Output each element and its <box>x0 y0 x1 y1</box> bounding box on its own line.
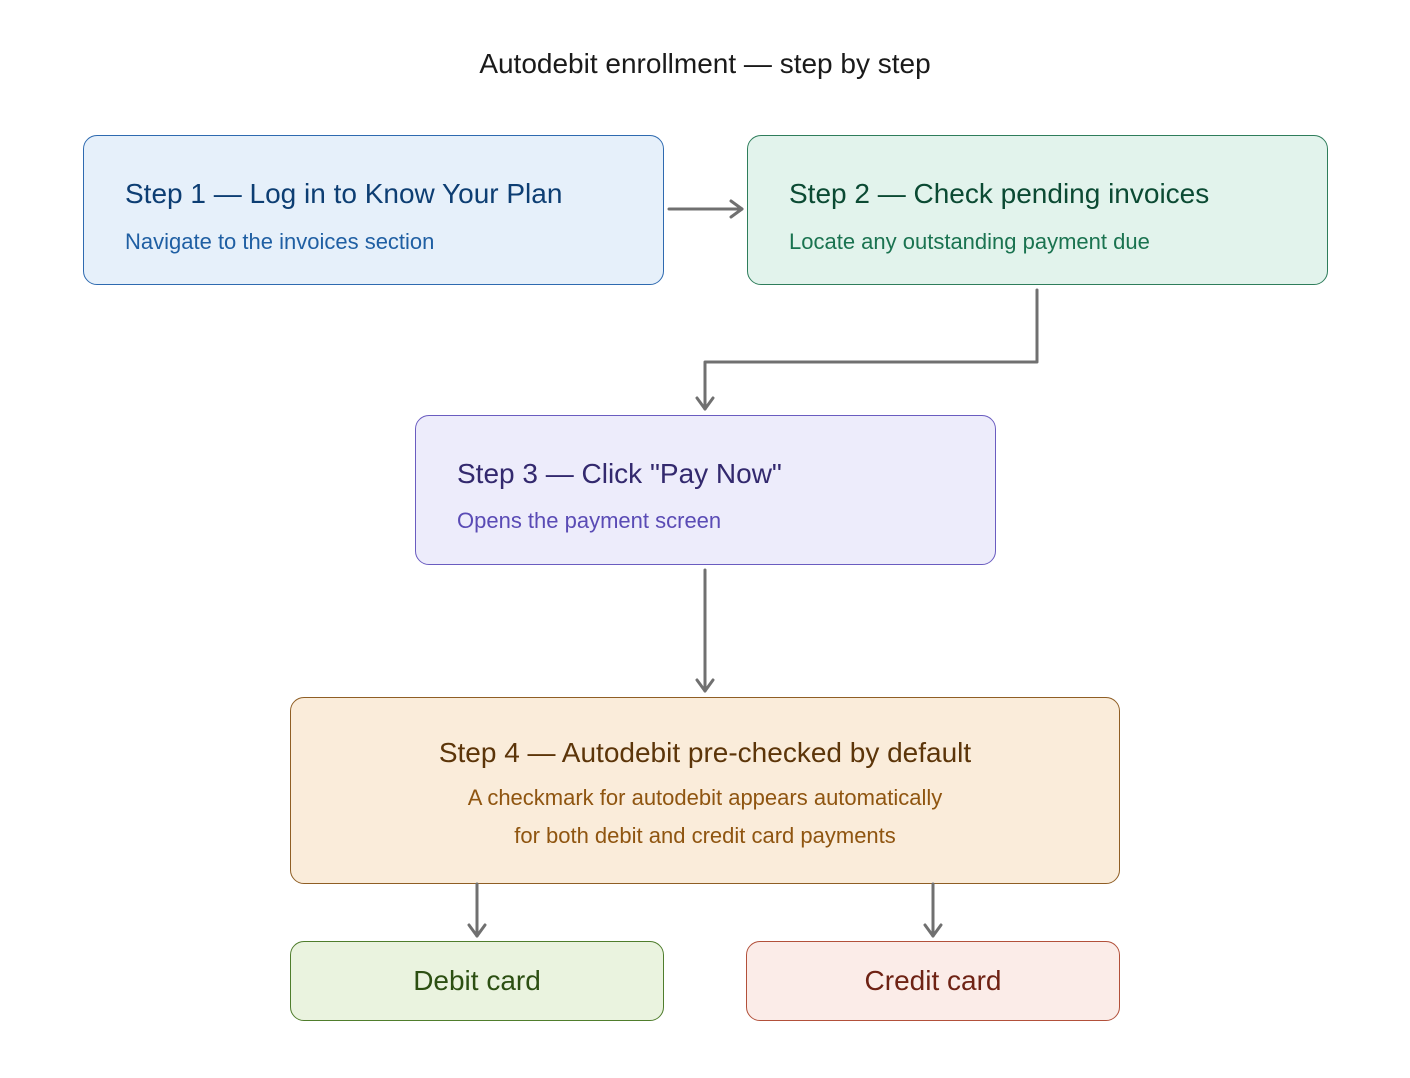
arrowhead-step3-to-step4 <box>695 678 715 693</box>
step-3-detail: Opens the payment screen <box>457 508 722 533</box>
step-3-box: Step 3 — Click "Pay Now" Opens the payme… <box>415 415 996 565</box>
step-1-detail: Navigate to the invoices section <box>125 229 435 254</box>
step-1-box: Step 1 — Log in to Know Your Plan Naviga… <box>83 135 664 285</box>
credit-card-label: Credit card <box>864 965 1002 996</box>
debit-card-label: Debit card <box>413 965 541 996</box>
arrowhead-step4-to-debit <box>467 923 487 938</box>
arrowhead-step4-to-credit <box>923 923 943 938</box>
step-4-detail-line-2: for both debit and credit card payments <box>514 823 896 848</box>
step-4-heading: Step 4 — Autodebit pre-checked by defaul… <box>438 737 972 768</box>
arrowhead-step1-to-step2 <box>729 199 744 219</box>
step-4-box: Step 4 — Autodebit pre-checked by defaul… <box>290 697 1120 884</box>
step-4-detail-line-1: A checkmark for autodebit appears automa… <box>467 785 943 810</box>
step-1-heading: Step 1 — Log in to Know Your Plan <box>125 178 563 209</box>
step-3-heading: Step 3 — Click "Pay Now" <box>457 458 782 489</box>
credit-card-box: Credit card <box>746 941 1120 1021</box>
step-2-box: Step 2 — Check pending invoices Locate a… <box>747 135 1328 285</box>
debit-card-box: Debit card <box>290 941 664 1021</box>
arrow-step2-to-step3 <box>703 288 1039 411</box>
arrowhead-step2-to-step3 <box>695 396 715 411</box>
diagram-title: Autodebit enrollment — step by step <box>479 48 931 79</box>
step-2-heading: Step 2 — Check pending invoices <box>789 178 1210 209</box>
step-2-detail: Locate any outstanding payment due <box>789 229 1150 254</box>
